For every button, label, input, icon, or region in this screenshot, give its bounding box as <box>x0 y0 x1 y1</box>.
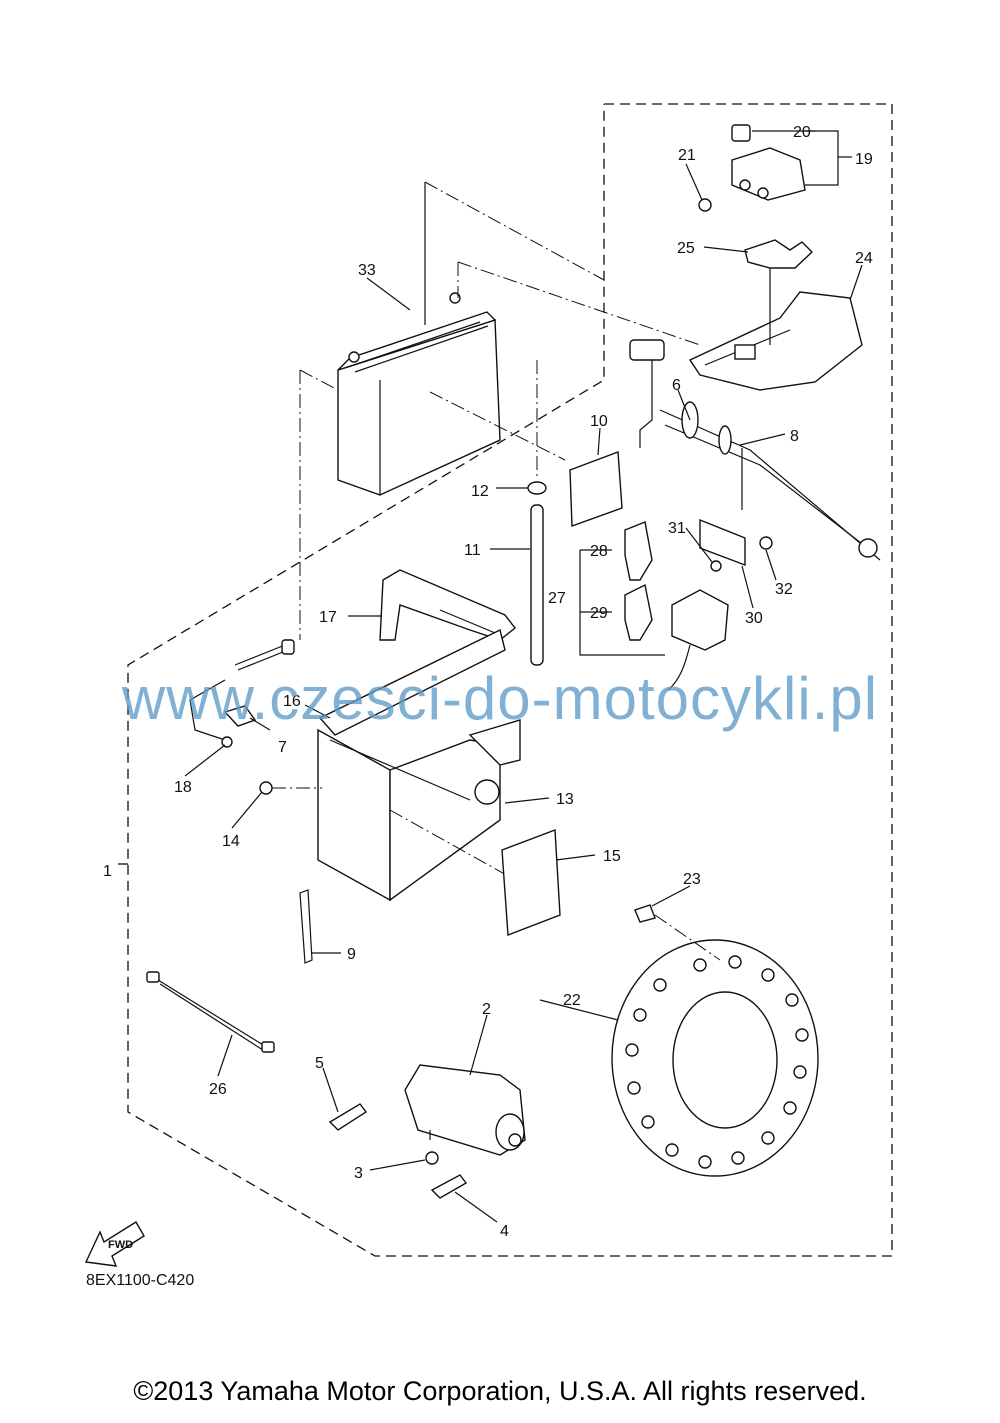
callout-10: 10 <box>590 413 608 430</box>
wire-harness <box>629 339 881 561</box>
breather-tube <box>530 504 544 666</box>
callout-4: 4 <box>500 1223 509 1240</box>
callout-1: 1 <box>103 863 112 880</box>
relay-cover <box>688 291 863 391</box>
leader-lines <box>184 130 863 1223</box>
callout-25: 25 <box>677 240 695 257</box>
callout-labels: 1 2 3 4 5 6 7 8 9 10 11 12 13 14 15 16 1… <box>103 124 873 1240</box>
collar <box>527 481 547 495</box>
watermark: www.czesci-do-motocykli.pl <box>121 665 879 732</box>
fuse-bracket <box>699 518 773 572</box>
callout-11: 11 <box>464 542 481 559</box>
callout-19: 19 <box>855 151 873 168</box>
callout-8: 8 <box>790 428 799 445</box>
callout-20: 20 <box>793 124 811 141</box>
box-pad <box>501 829 561 936</box>
callout-24: 24 <box>855 250 873 267</box>
battery-pad <box>569 451 623 527</box>
callout-21: 21 <box>678 147 696 164</box>
callout-16: 16 <box>283 693 301 710</box>
battery-box <box>317 628 561 936</box>
callout-22: 22 <box>563 992 581 1009</box>
battery <box>299 181 701 640</box>
callout-17: 17 <box>319 609 337 626</box>
callout-9: 9 <box>347 946 356 963</box>
callout-33: 33 <box>358 262 376 279</box>
fuses <box>579 521 665 656</box>
callout-32: 32 <box>775 581 793 598</box>
callout-2: 2 <box>482 1001 491 1018</box>
fwd-label: FWD <box>108 1239 133 1251</box>
callout-27: 27 <box>548 590 566 607</box>
starter-motor <box>328 1064 526 1199</box>
copyright-notice: ©2013 Yamaha Motor Corporation, U.S.A. A… <box>133 1376 867 1406</box>
callout-7: 7 <box>278 739 287 756</box>
battery-band <box>379 569 516 641</box>
callout-26: 26 <box>209 1081 227 1098</box>
diagram-code: 8EX1100-C420 <box>86 1272 195 1289</box>
callout-28: 28 <box>590 543 608 560</box>
callout-18: 18 <box>174 779 192 796</box>
callout-30: 30 <box>745 610 763 627</box>
lead-wire <box>146 971 275 1053</box>
callout-5: 5 <box>315 1055 324 1072</box>
fuse-box <box>667 589 729 691</box>
callout-14: 14 <box>222 833 240 850</box>
callout-12: 12 <box>471 483 489 500</box>
callout-31: 31 <box>668 520 686 537</box>
callout-13: 13 <box>556 791 574 808</box>
assembly-outline <box>118 103 893 1257</box>
callout-3: 3 <box>354 1165 363 1182</box>
rotor-disc <box>611 904 819 1177</box>
callout-23: 23 <box>683 871 701 888</box>
callout-15: 15 <box>603 848 621 865</box>
callout-6: 6 <box>672 377 681 394</box>
clamp <box>299 889 313 964</box>
callout-29: 29 <box>590 605 608 622</box>
starter-relay <box>698 124 814 345</box>
fwd-arrow-icon: FWD <box>84 1221 145 1267</box>
battery-leads <box>189 639 322 795</box>
